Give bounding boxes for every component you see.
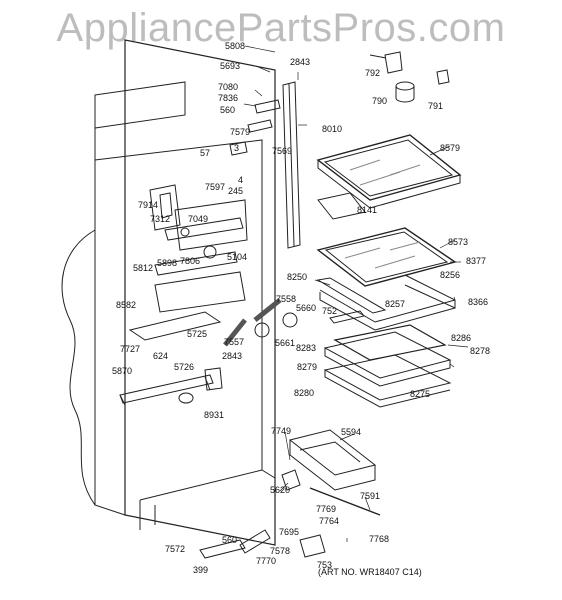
valve-792 (369, 51, 403, 74)
part-label-753: 753 (317, 560, 333, 570)
shelf-frame-8257 (316, 274, 456, 331)
shelf-8573 (316, 227, 457, 287)
part-label-7572: 7572 (165, 544, 186, 554)
part-label-5726: 5726 (174, 362, 195, 372)
part-label-7914: 7914 (138, 200, 159, 210)
fitting-8931 (178, 392, 194, 404)
part-label-7080: 7080 (218, 82, 239, 92)
part-label-8278: 8278 (470, 346, 491, 356)
part-label-2843b: 2843 (222, 351, 243, 361)
part-label-8250: 8250 (287, 272, 308, 282)
part-label-791: 791 (428, 101, 444, 111)
part-label-5808: 5808 (225, 41, 246, 51)
bracket-7578 (239, 529, 271, 554)
part-label-7806: 7806 (180, 256, 201, 266)
part-label-5898: 5898 (157, 258, 178, 268)
part-label-245: 245 (228, 186, 244, 196)
part-label-8256: 8256 (440, 270, 461, 280)
art-number: (ART NO. WR18407 C14) (318, 567, 422, 577)
part-label-8582: 8582 (116, 300, 137, 310)
part-57-3 (229, 141, 248, 156)
part-label-8366: 8366 (468, 297, 489, 307)
part-label-3: 3 (234, 143, 240, 153)
part-label-8579: 8579 (440, 143, 461, 153)
part-label-7569: 7569 (272, 146, 293, 156)
part-label-57: 57 (200, 148, 211, 158)
part-label-8573: 8573 (448, 237, 469, 247)
part-label-7749: 7749 (271, 426, 292, 436)
part-label-7557: 7557 (224, 337, 245, 347)
part-label-4: 4 (238, 175, 244, 185)
part-label-5594: 5594 (341, 427, 362, 437)
bin-5594 (288, 429, 377, 491)
part-label-8283: 8283 (296, 343, 317, 353)
knob-5661 (254, 322, 270, 338)
part-label-7312: 7312 (150, 214, 171, 224)
part-label-5693: 5693 (220, 61, 241, 71)
part-label-624: 624 (153, 351, 169, 361)
part-label-5812: 5812 (133, 263, 154, 273)
light-cover-7727 (128, 311, 222, 341)
part-label-8010: 8010 (322, 124, 343, 134)
control-housing (149, 184, 248, 313)
part-label-8280: 8280 (294, 388, 315, 398)
part-label-7049: 7049 (188, 214, 209, 224)
part-label-7695: 7695 (279, 527, 300, 537)
part-5620 (281, 469, 301, 491)
part-label-7764: 7764 (319, 516, 340, 526)
part-label-5660: 5660 (296, 303, 317, 313)
part-label-7727: 7727 (120, 344, 141, 354)
part-label-7579: 7579 (230, 127, 251, 137)
part-label-7591: 7591 (360, 491, 381, 501)
shelf-8579 (316, 134, 462, 209)
mullion-8010 (282, 81, 301, 249)
part-label-5870: 5870 (112, 366, 133, 376)
part-label-7768: 7768 (369, 534, 390, 544)
part-label-8377: 8377 (466, 256, 487, 266)
part-791 (436, 69, 450, 85)
part-label-5104: 5104 (227, 252, 248, 262)
bracket-753 (299, 534, 326, 558)
leader-lines (243, 45, 469, 542)
part-label-7597: 7597 (205, 182, 226, 192)
part-label-5620: 5620 (270, 485, 291, 495)
part-label-399: 399 (193, 565, 209, 575)
part-label-8286: 8286 (451, 333, 472, 343)
part-label-792: 792 (365, 68, 381, 78)
part-label-8257: 8257 (385, 299, 406, 309)
part-label-7558: 7558 (276, 294, 297, 304)
part-label-560: 560 (220, 105, 236, 115)
part-label-560b: 560 (222, 535, 238, 545)
bracket-7572 (199, 539, 246, 559)
knob-5660 (282, 312, 298, 328)
rod-7591 (309, 487, 381, 516)
part-label-7578: 7578 (270, 546, 291, 556)
part-label-7836: 7836 (218, 93, 239, 103)
part-label-5661: 5661 (275, 338, 296, 348)
part-label-8931: 8931 (204, 410, 225, 420)
shelf-8286 (323, 324, 452, 408)
bracket-7579 (254, 99, 281, 114)
part-label-2843: 2843 (290, 57, 311, 67)
trim-8141 (317, 192, 366, 220)
part-label-8275: 8275 (410, 389, 431, 399)
part-label-7770: 7770 (256, 556, 277, 566)
auger-7558 (253, 298, 282, 322)
bracket-5870 (119, 367, 223, 406)
watermark: AppliancePartsPros.com (56, 6, 506, 50)
part-label-7769: 7769 (316, 504, 337, 514)
part-label-752: 752 (322, 306, 338, 316)
auger-7557 (223, 318, 247, 347)
part-label-5725: 5725 (187, 329, 208, 339)
cabinet-liner (61, 39, 276, 546)
part-label-790: 790 (372, 96, 388, 106)
solenoid-790 (395, 81, 415, 103)
part-label-8279: 8279 (297, 362, 318, 372)
part-label-8141: 8141 (357, 205, 378, 215)
